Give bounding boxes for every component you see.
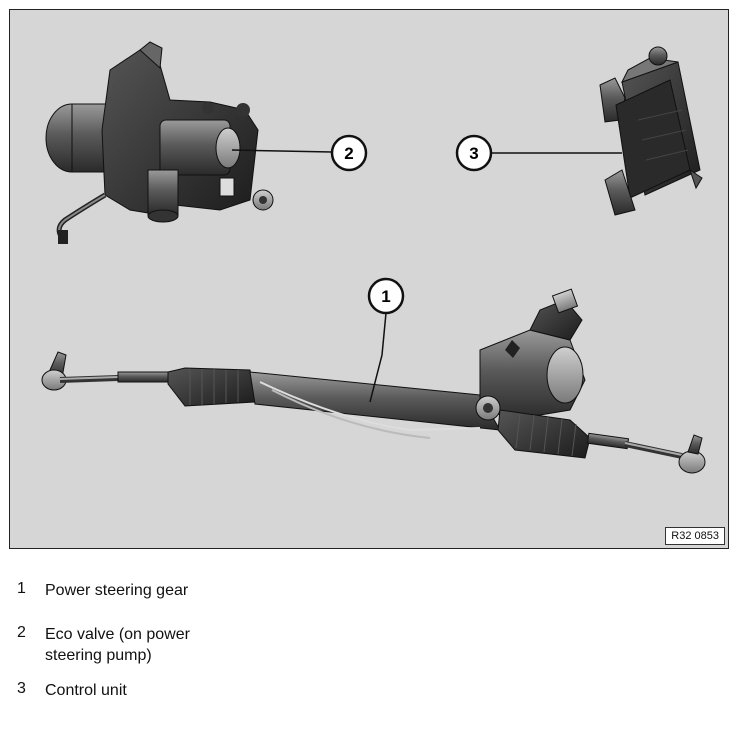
callout-3-number: 3: [469, 144, 478, 163]
callout-1-number: 1: [381, 287, 390, 306]
legend-number: 2: [17, 624, 26, 641]
callout-2-number: 2: [344, 144, 353, 163]
legend-number: 3: [17, 680, 26, 697]
legend-label-line: Eco valve (on power: [45, 626, 190, 643]
callout-1-leader: [369, 312, 387, 403]
figure-reference-code: R32 0853: [665, 527, 725, 545]
callout-3: 3: [455, 134, 493, 172]
legend-item: 2 Eco valve (on power steering pump): [17, 624, 190, 666]
technical-illustration: 2 3 1 R32 0853: [9, 9, 729, 549]
legend-label: Control unit: [45, 682, 127, 699]
callout-1: 1: [367, 277, 405, 315]
legend-item: 3 Control unit: [17, 680, 127, 701]
legend-label-line: steering pump): [45, 647, 152, 664]
callout-2: 2: [330, 134, 368, 172]
legend-label: Eco valve (on power steering pump): [45, 624, 190, 666]
legend-label: Power steering gear: [45, 582, 189, 599]
legend-item: 1 Power steering gear: [17, 580, 188, 601]
eco-valve-pump-drawing: [45, 41, 274, 244]
power-steering-gear-drawing: [41, 288, 706, 474]
legend-number: 1: [17, 580, 26, 597]
callout-2-leader: [231, 149, 333, 153]
control-unit-drawing: [599, 46, 703, 216]
illustration-drawing: 2 3 1: [41, 41, 706, 474]
